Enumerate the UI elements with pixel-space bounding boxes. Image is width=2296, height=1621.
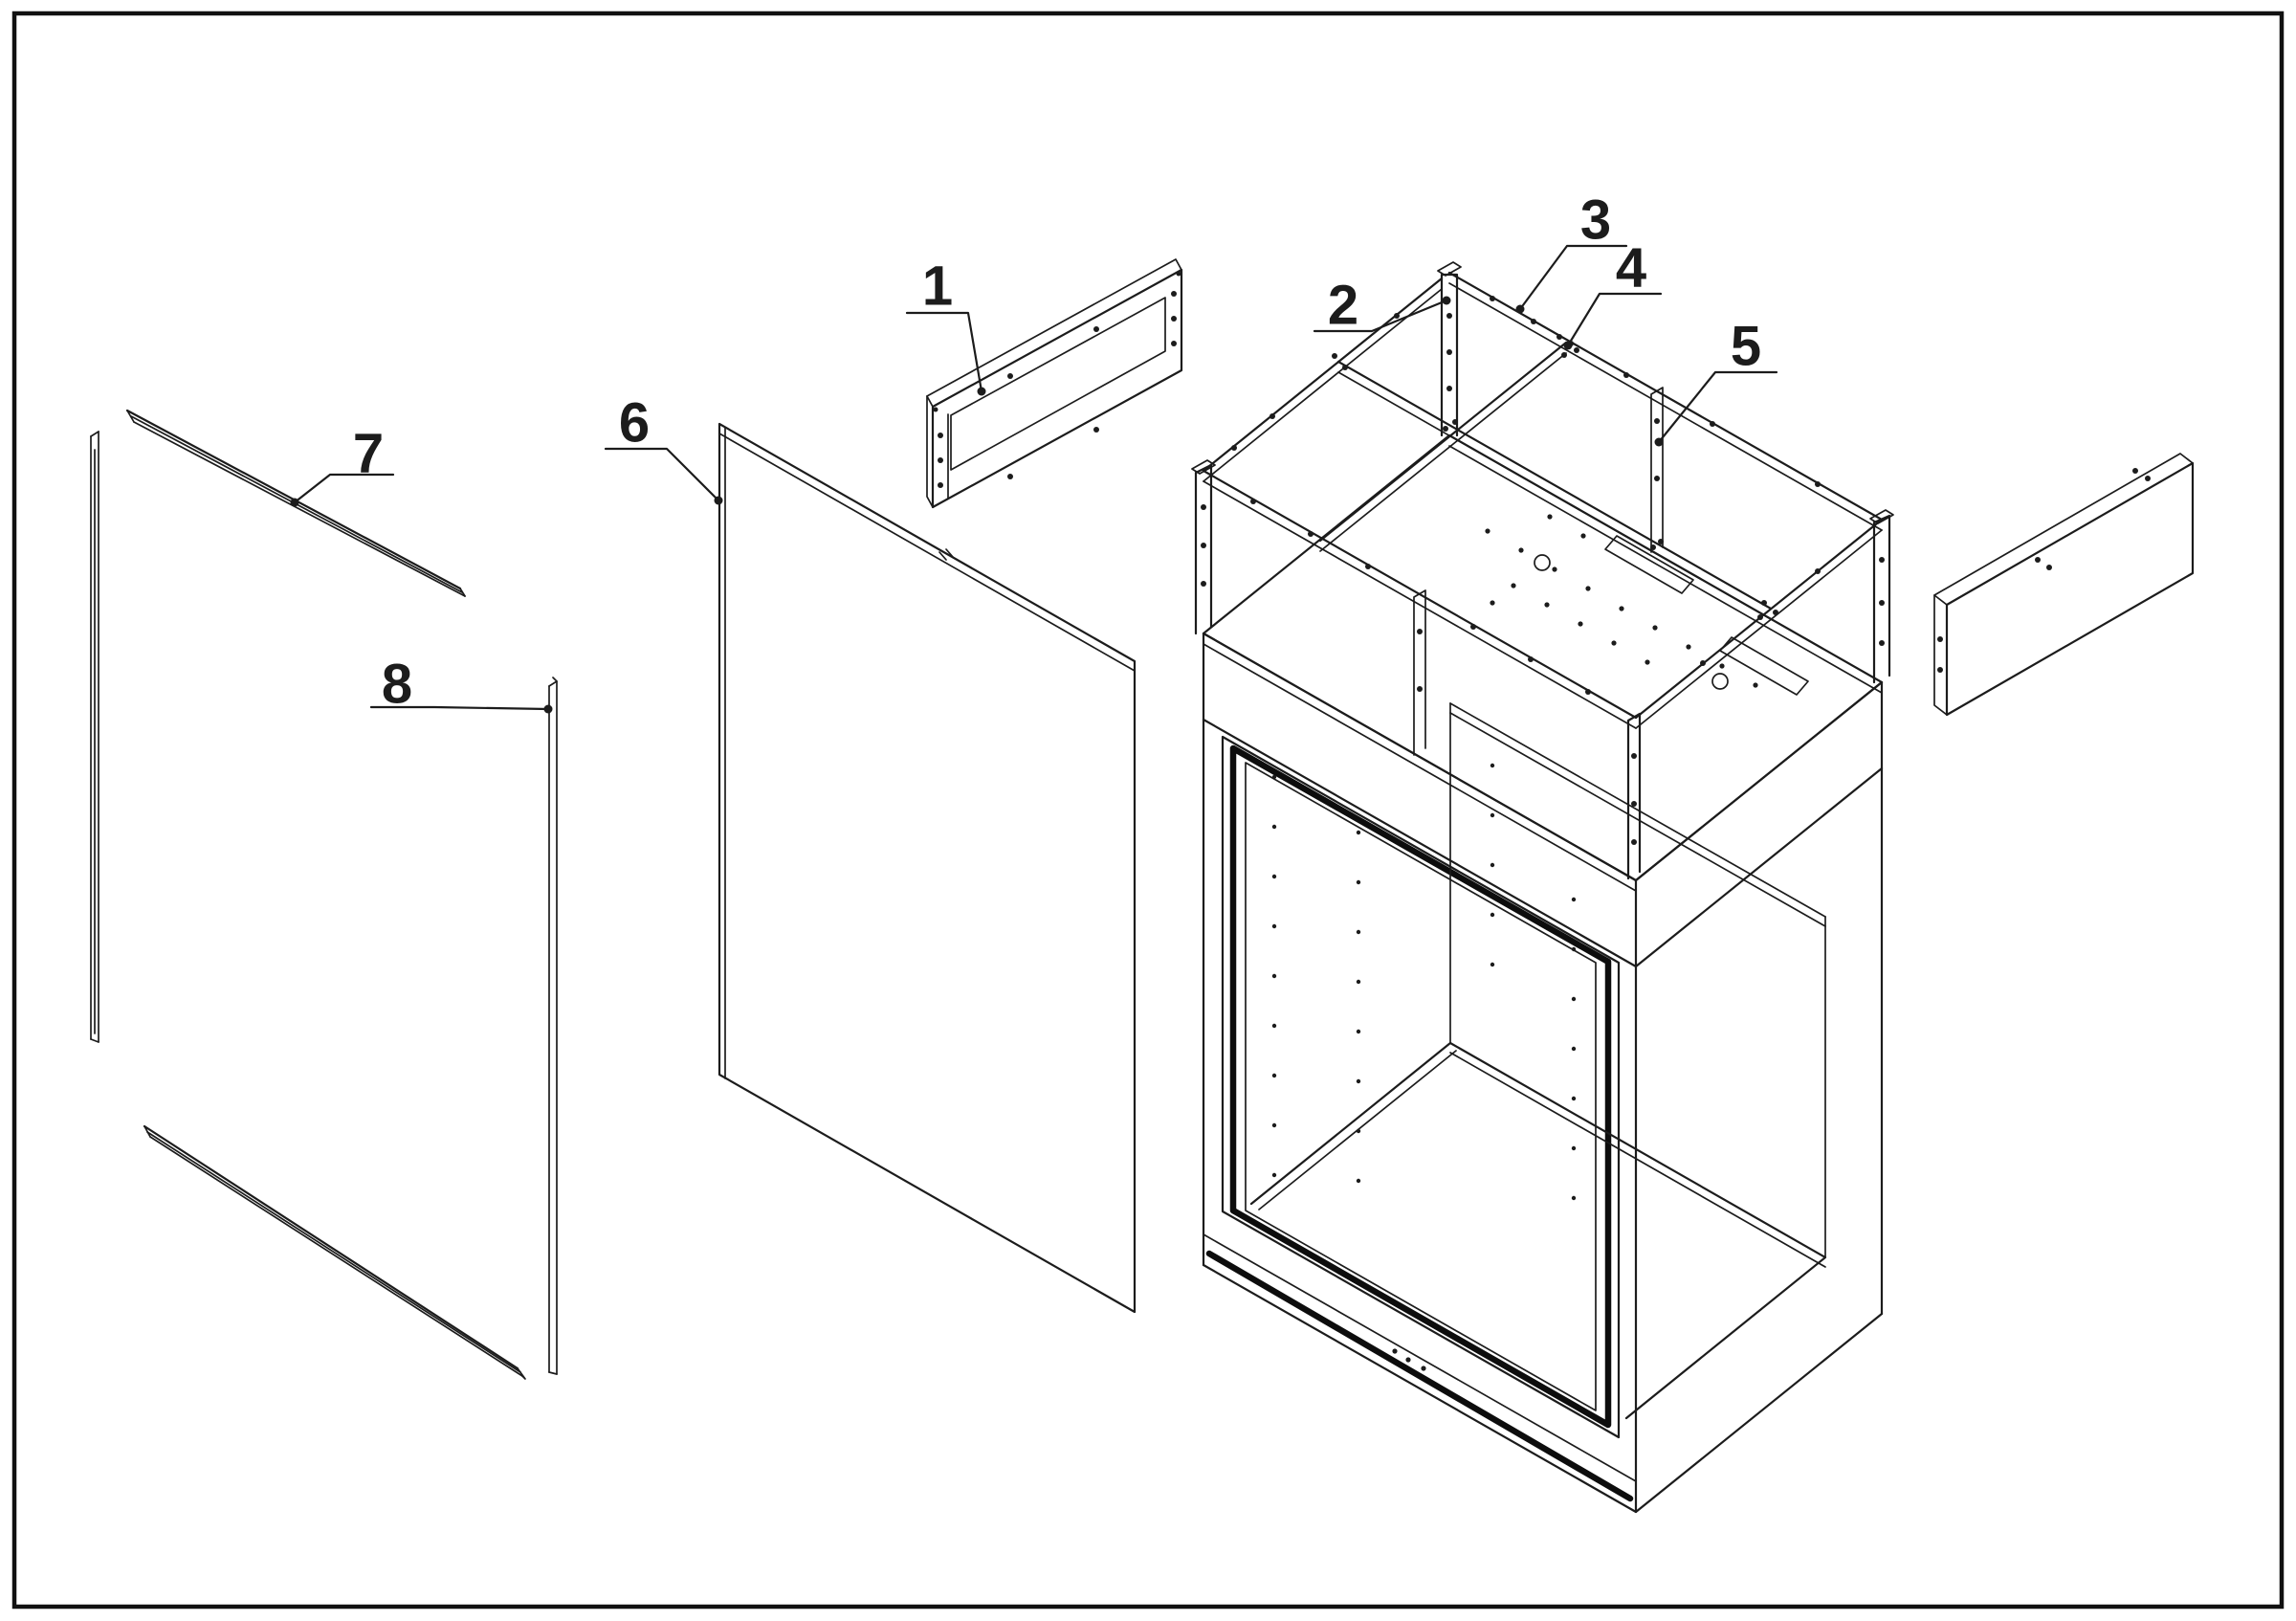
part-4-cross-rail <box>1318 341 1568 552</box>
part-8-vertical-trim-strip <box>548 677 558 1375</box>
lower-diagonal-trim-strip <box>143 1124 526 1380</box>
callout-1-leader <box>905 311 986 396</box>
left-vertical-trim-strip <box>90 431 99 1043</box>
part-1-top-frame-panel <box>926 258 1183 509</box>
callout-leaders <box>290 244 1778 714</box>
callout-3-label: 3 <box>1579 189 1612 252</box>
callout-3-leader <box>1515 244 1628 314</box>
callout-5-leader <box>1654 370 1778 447</box>
callout-6-label: 6 <box>618 391 651 455</box>
part-3-top-rail <box>1447 271 1884 531</box>
callout-1-label: 1 <box>921 255 954 318</box>
cabinet-body <box>1202 433 1884 1514</box>
part-6-back-panel <box>718 422 1137 1314</box>
callout-8-leader <box>369 704 553 714</box>
callout-4-label: 4 <box>1615 236 1647 300</box>
right-side-exploded-panel <box>1933 453 2195 717</box>
callout-7-label: 7 <box>352 422 385 485</box>
callout-5-label: 5 <box>1730 315 1762 378</box>
callout-2-label: 2 <box>1327 274 1359 337</box>
shelf-pin-holes <box>1271 763 1577 1201</box>
callout-7-leader <box>290 473 395 507</box>
sheet-border <box>11 11 2285 1610</box>
callout-6-leader <box>604 447 723 505</box>
callout-2-leader <box>1313 296 1451 333</box>
cabinet-interior <box>1249 702 1827 1420</box>
shelf-hole-pattern <box>1485 514 1809 696</box>
callout-8-label: 8 <box>381 653 413 716</box>
part-5-mid-post <box>1650 387 1664 553</box>
callout-4-leader <box>1563 292 1663 350</box>
top-frame-assembly <box>1191 271 1894 880</box>
